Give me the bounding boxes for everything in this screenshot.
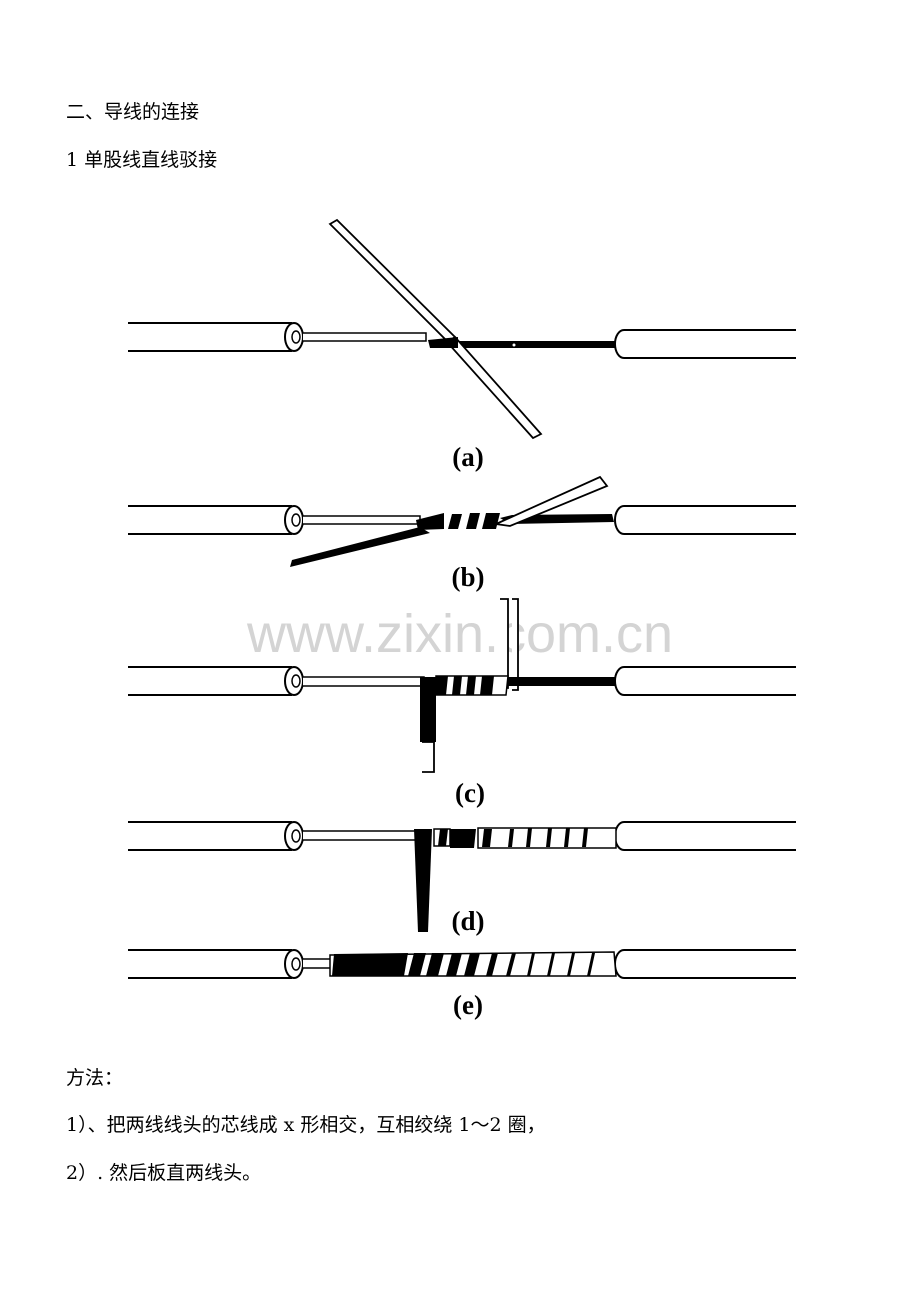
diagram-label-c: (c): [455, 778, 485, 808]
diagram-label-d: (d): [452, 906, 485, 936]
section-heading: 二、导线的连接: [66, 101, 200, 123]
diagram-label-a: (a): [452, 442, 483, 472]
wire-splice-diagram: (a) (b) www.zixin.com.cn (c): [127, 218, 797, 1020]
step-1-text: 1）、把两线线头的芯线成 x 形相交，互相绞绕 1～2 圈，: [66, 1114, 546, 1136]
method-label: 方法：: [66, 1067, 124, 1089]
diagram-c: (c): [127, 598, 797, 808]
diagram-label-e: (e): [453, 990, 483, 1020]
diagram-a: (a): [127, 218, 797, 472]
diagram-b: (b): [127, 475, 797, 592]
subsection-heading: 1 单股线直线驳接: [66, 149, 218, 171]
step-2-text: 2）. 然后板直两线头。: [66, 1162, 262, 1184]
watermark: www.zixin.com.cn: [246, 604, 673, 664]
diagram-d: (d): [127, 821, 797, 936]
diagram-label-b: (b): [452, 562, 485, 592]
diagram-e: (e): [127, 949, 797, 1020]
